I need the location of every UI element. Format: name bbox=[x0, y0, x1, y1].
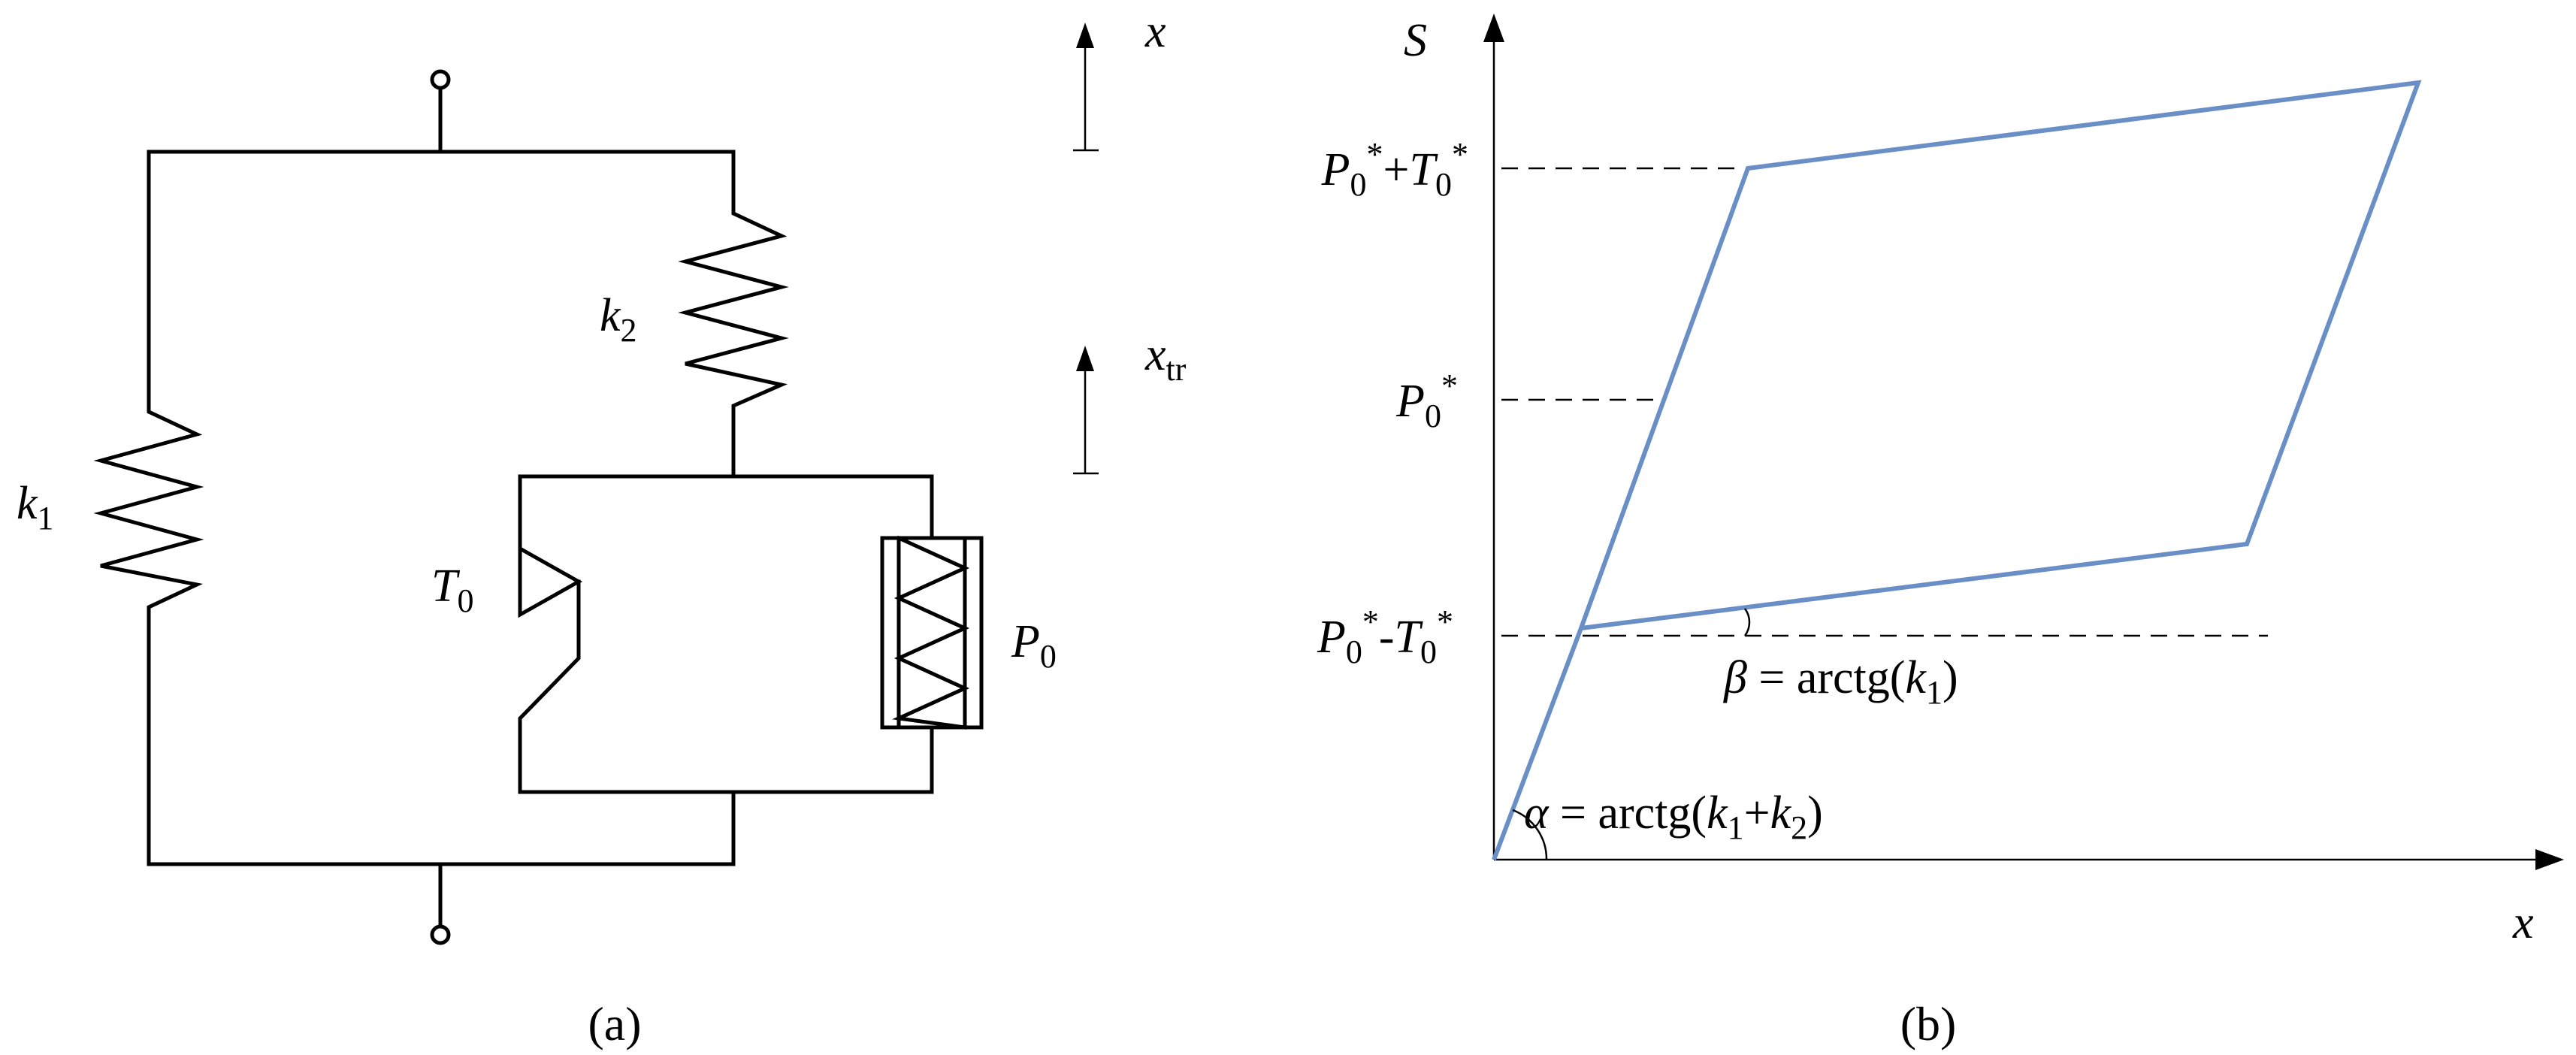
hysteresis-loop bbox=[1492, 80, 2422, 861]
level-bottom-label: P0*-T0* bbox=[1317, 603, 1453, 670]
beta-label: β = arctg(k1) bbox=[1723, 652, 1958, 711]
k1-label: k1 bbox=[17, 478, 54, 537]
bottom-terminal-node bbox=[430, 924, 451, 945]
spring-k1 bbox=[93, 150, 204, 866]
hysteresis-plot: S x P0*+T0* P0* P0*-T0* β = arctg(k1) α … bbox=[1317, 14, 2564, 1050]
t0-label: T0 bbox=[431, 561, 473, 619]
xtr-arrow-label: xtr bbox=[1144, 329, 1187, 388]
k2-label: k2 bbox=[600, 290, 637, 349]
t0-element bbox=[518, 474, 583, 794]
x-arrow-label: x bbox=[1144, 6, 1166, 57]
p0-element bbox=[880, 474, 984, 794]
caption-b: (b) bbox=[1900, 997, 1957, 1050]
xtr-displacement-arrow bbox=[1073, 346, 1099, 475]
x-displacement-arrow bbox=[1073, 23, 1099, 152]
rheological-model: x xtr k1 k2 T0 P0 (a) bbox=[17, 6, 1187, 1050]
level-mid-label: P0* bbox=[1395, 367, 1458, 434]
y-axis-label: S bbox=[1404, 15, 1427, 66]
x-axis-label: x bbox=[2512, 897, 2534, 948]
y-axis bbox=[1483, 14, 1504, 860]
alpha-arc bbox=[1512, 809, 1548, 860]
level-top-label: P0*+T0* bbox=[1321, 136, 1468, 203]
x-axis bbox=[1494, 849, 2564, 870]
p0-label: P0 bbox=[1011, 616, 1057, 675]
caption-a: (a) bbox=[588, 997, 641, 1050]
beta-arc bbox=[1743, 608, 1751, 636]
spring-k2 bbox=[678, 150, 789, 479]
top-terminal-node bbox=[430, 69, 451, 90]
alpha-label: α = arctg(k1+k2) bbox=[1524, 787, 1823, 846]
